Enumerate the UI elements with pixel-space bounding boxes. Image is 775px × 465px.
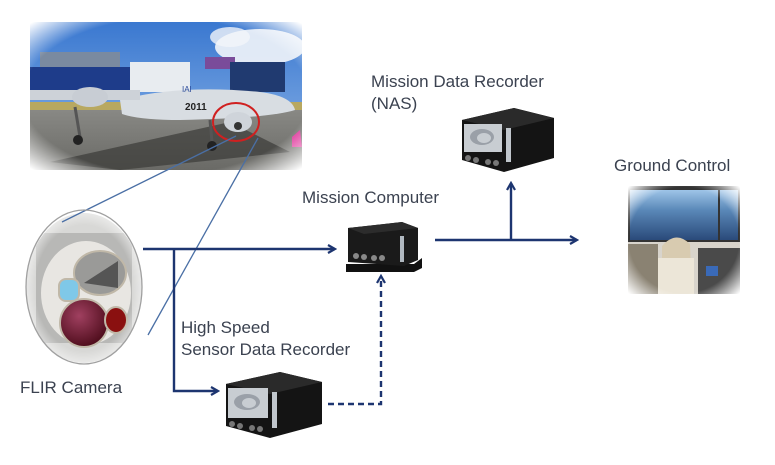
mission-computer-device [344, 220, 424, 272]
callout-line-left [61, 135, 237, 223]
sensor-data-recorder-device [222, 368, 326, 440]
flir-callout-ellipse [25, 209, 143, 365]
flir-camera-image [26, 213, 142, 363]
sensor-recorder-label-line1: High Speed [181, 318, 270, 337]
drone-photo: 2011 IAI [30, 22, 302, 170]
drone-image: 2011 IAI [30, 22, 302, 170]
mission-computer-label: Mission Computer [302, 188, 439, 207]
mission-data-recorder-label-line1: Mission Data Recorder [371, 72, 544, 91]
arrow-sensor-recorder-to-mission-computer [328, 276, 381, 406]
mission-data-recorder-device [458, 104, 558, 174]
flir-camera-label: FLIR Camera [20, 378, 123, 397]
ground-control-label: Ground Control [614, 156, 731, 175]
ground-control-image [628, 186, 740, 294]
callout-line-right [147, 137, 259, 336]
mission-data-recorder-label-line2: (NAS) [371, 94, 418, 113]
arrow-flir-to-sensor-recorder [172, 249, 218, 391]
sensor-recorder-label-line2: Sensor Data Recorder [181, 340, 351, 359]
